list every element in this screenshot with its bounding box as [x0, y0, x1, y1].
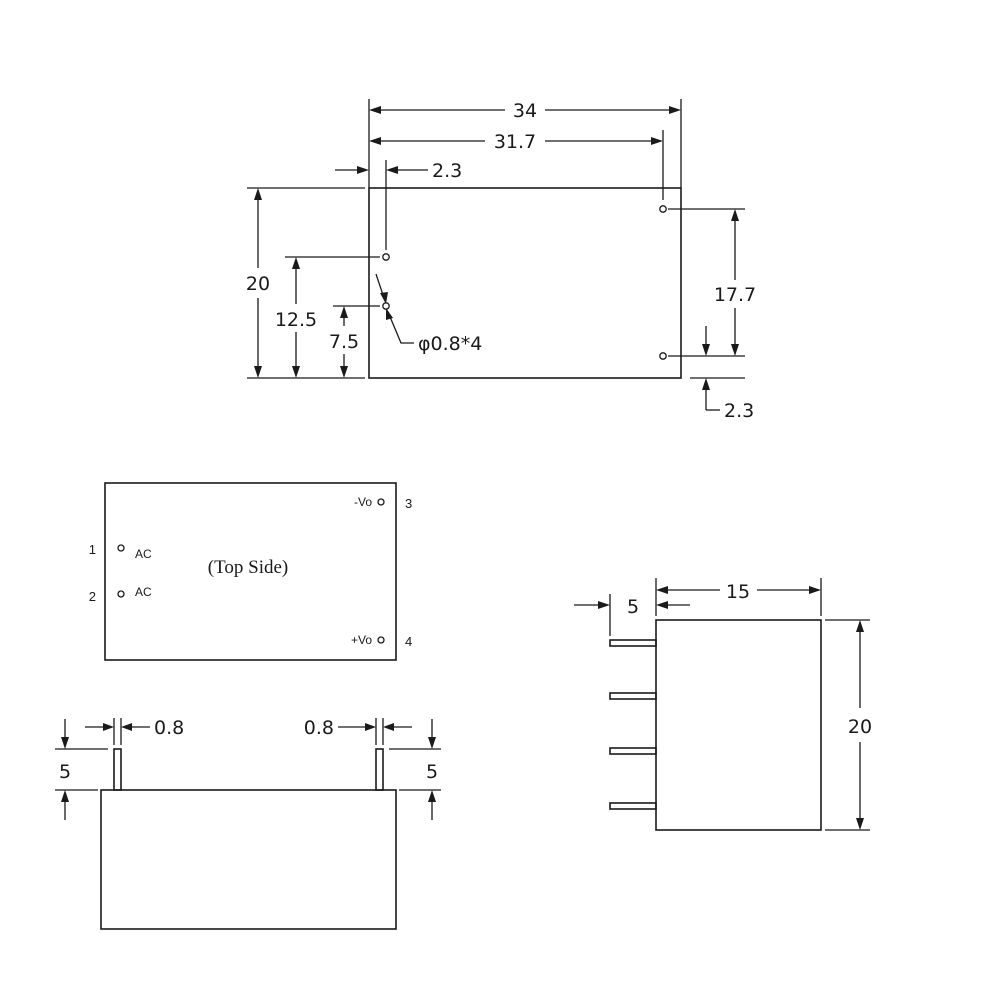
- front-pin-right: [375, 748, 384, 791]
- hole-4: [659, 352, 667, 360]
- dim-left-offset: 2.3: [432, 160, 462, 182]
- top-view-outline: [368, 187, 682, 379]
- dim-pin-length-right: 5: [426, 761, 438, 783]
- dim-height: 20: [246, 273, 270, 295]
- side-view: 15 5 20: [574, 578, 872, 831]
- pin-3-number: 3: [405, 496, 412, 511]
- pin-4-label: +Vo: [351, 633, 372, 647]
- pin-1-label: AC: [135, 547, 152, 561]
- dim-hole-y1: 12.5: [275, 309, 317, 331]
- dim-overall-width: 34: [513, 100, 537, 122]
- pin-2-number: 2: [89, 589, 96, 604]
- hole-1: [382, 253, 390, 261]
- dim-pin-width-left: 0.8: [154, 717, 184, 739]
- front-view: 0.8 0.8 5 5: [55, 717, 441, 930]
- pin-view-title: (Top Side): [208, 557, 288, 578]
- pin-2-label: AC: [135, 585, 152, 599]
- side-pin-1: [609, 639, 657, 647]
- pin-view: (Top Side) 1 AC 2 AC -Vo 3 +Vo 4: [89, 482, 412, 661]
- side-view-body: [655, 619, 822, 831]
- pin-1-marker: [117, 544, 125, 552]
- side-pin-4: [609, 802, 657, 810]
- pin-4-number: 4: [405, 634, 412, 649]
- front-pin-left: [113, 748, 122, 791]
- dim-hole-y2: 7.5: [329, 331, 359, 353]
- hole-spec-label: φ0.8*4: [418, 333, 482, 355]
- dim-hole-span-x: 31.7: [494, 131, 536, 153]
- pin-view-outline: [104, 482, 397, 661]
- front-view-body: [100, 789, 397, 930]
- pin-3-label: -Vo: [354, 495, 372, 509]
- pin-4-marker: [377, 636, 385, 644]
- dim-side-pin-length: 5: [627, 596, 639, 618]
- pin-2-marker: [117, 590, 125, 598]
- dim-pin-width-right: 0.8: [304, 717, 334, 739]
- dim-pin-length-left: 5: [59, 761, 71, 783]
- dim-bottom-offset: 2.3: [724, 400, 754, 422]
- side-pin-3: [609, 747, 657, 755]
- pin-3-marker: [377, 498, 385, 506]
- hole-3: [659, 205, 667, 213]
- dim-hole-span-y: 17.7: [714, 284, 756, 306]
- side-pin-2: [609, 692, 657, 700]
- dim-side-height: 20: [848, 716, 872, 738]
- pin-1-number: 1: [89, 542, 96, 557]
- top-view: 34 31.7 2.3 20 12.5: [246, 99, 756, 422]
- dim-side-width: 15: [726, 581, 750, 603]
